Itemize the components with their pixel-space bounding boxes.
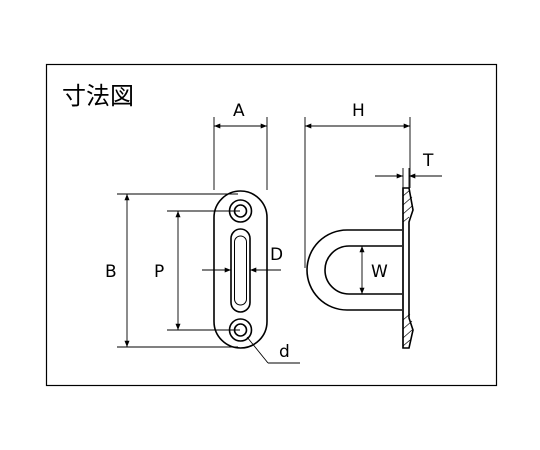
base-profile — [402, 187, 414, 349]
dimension-a — [213, 117, 268, 190]
center-slot — [230, 228, 251, 313]
label-p: P — [154, 262, 164, 282]
drawing-frame — [45, 63, 498, 387]
leader-d — [246, 336, 300, 364]
loop-outer — [306, 229, 402, 311]
side-view — [306, 187, 414, 349]
loop-inner — [324, 245, 402, 295]
dimension-p — [167, 210, 240, 331]
label-d-upper: D — [270, 245, 283, 265]
label-a: A — [233, 101, 245, 121]
front-view — [213, 190, 268, 349]
dimension-t — [375, 168, 442, 188]
label-t: T — [422, 151, 434, 171]
plate-outline — [213, 190, 268, 349]
dimension-b — [117, 193, 238, 348]
label-b: B — [105, 262, 117, 282]
label-d-lower: d — [279, 342, 290, 362]
center-slot-inner — [234, 235, 247, 306]
label-w: W — [371, 262, 388, 282]
label-h: H — [352, 101, 365, 121]
drawing-title: 寸法図 — [62, 82, 134, 110]
base-hatch — [402, 189, 413, 347]
